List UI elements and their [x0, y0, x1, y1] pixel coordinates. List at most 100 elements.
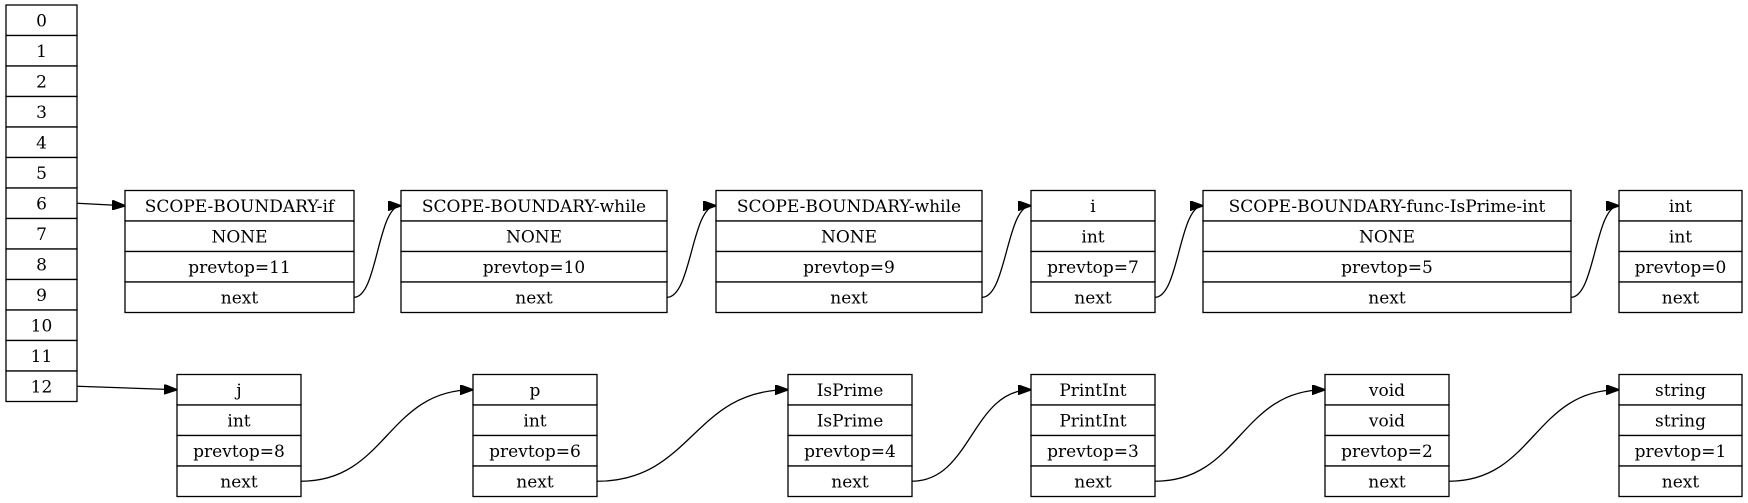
stack-array-text-2: 2 [36, 72, 47, 92]
node-isprime-cell-0 [787, 373, 913, 406]
edge-next-void-to-string [1448, 390, 1619, 482]
node-string-cell-0 [1618, 373, 1743, 406]
node-while2-text-1: NONE [821, 227, 877, 247]
node-string-text-0: string [1655, 381, 1706, 401]
node-i-cell-0 [1030, 189, 1156, 222]
node-string-cell-1 [1618, 404, 1743, 437]
node-isprime-cell-2 [787, 434, 913, 467]
stack-array-cell-12 [5, 370, 78, 403]
node-printint-text-3: next [1074, 472, 1112, 492]
node-isprime-text-2: prevtop=4 [804, 442, 896, 462]
node-p-text-0: p [530, 381, 541, 401]
node-while1-cell-3 [400, 281, 668, 314]
node-p-text-1: int [523, 411, 546, 431]
stack-array-text-10: 10 [31, 316, 53, 336]
pointer-edges [76, 203, 1619, 482]
node-j-text-3: next [220, 472, 258, 492]
node-while1-text-2: prevtop=10 [483, 258, 586, 278]
node-while2-cell-2 [715, 250, 983, 283]
node-p-cell-0 [472, 373, 598, 406]
node-i-cell-3 [1030, 281, 1156, 314]
edge-next-func-to-int [1570, 206, 1619, 298]
node-int-cell-3 [1618, 281, 1743, 314]
node-printint-text-1: PrintInt [1059, 411, 1126, 431]
edge-next-isprime-to-printint [911, 390, 1031, 482]
node-if-cell-2 [124, 250, 355, 283]
node-string-text-2: prevtop=1 [1635, 442, 1727, 462]
node-j-cell-3 [176, 465, 302, 498]
node-func: SCOPE-BOUNDARY-func-IsPrime-intNONEprevt… [1202, 189, 1572, 314]
node-func-cell-3 [1202, 281, 1572, 314]
node-j-cell-2 [176, 434, 302, 467]
stack-array-cell-6 [5, 187, 78, 220]
node-i-text-2: prevtop=7 [1047, 258, 1139, 278]
stack-array-text-3: 3 [36, 103, 47, 123]
node-if-text-3: next [221, 288, 259, 308]
node-p: p int prevtop=6 next [472, 373, 598, 498]
node-string-cell-3 [1618, 465, 1743, 498]
node-void-text-0: void [1368, 381, 1405, 401]
node-if-text-0: SCOPE-BOUNDARY-if [145, 197, 336, 217]
node-while2-cell-3 [715, 281, 983, 314]
node-p-text-2: prevtop=6 [489, 442, 581, 462]
stack-array-text-1: 1 [36, 42, 47, 62]
stack-array-text-12: 12 [31, 377, 53, 397]
node-if-cell-3 [124, 281, 355, 314]
node-func-text-1: NONE [1359, 227, 1415, 247]
node-int-cell-1 [1618, 220, 1743, 253]
node-while1-text-3: next [515, 288, 553, 308]
node-j-text-1: int [227, 411, 250, 431]
stack-array-text-9: 9 [36, 286, 47, 306]
node-string-text-1: string [1655, 411, 1706, 431]
node-if-text-2: prevtop=11 [188, 258, 291, 278]
node-isprime-text-1: IsPrime [817, 411, 884, 431]
node-while2-text-0: SCOPE-BOUNDARY-while [737, 197, 961, 217]
node-int-cell-0 [1618, 189, 1743, 222]
edge-next-j-to-p [300, 390, 473, 482]
node-i-cell-1 [1030, 220, 1156, 253]
node-isprime-text-0: IsPrime [817, 381, 884, 401]
node-while2-text-3: next [830, 288, 868, 308]
node-while1-cell-2 [400, 250, 668, 283]
stack-array-cell-0 [5, 4, 78, 37]
node-string-cell-2 [1618, 434, 1743, 467]
node-printint-cell-3 [1030, 465, 1156, 498]
node-isprime-text-3: next [831, 472, 869, 492]
stack-array-text-8: 8 [36, 255, 47, 275]
node-func-text-3: next [1368, 288, 1406, 308]
edge-next-while2-to-i [981, 206, 1031, 298]
edge-next-i-to-func [1154, 206, 1203, 298]
node-i-cell-2 [1030, 250, 1156, 283]
node-string-text-3: next [1662, 472, 1700, 492]
node-p-text-3: next [516, 472, 554, 492]
node-while1-cell-1 [400, 220, 668, 253]
node-i-text-3: next [1074, 288, 1112, 308]
edge-stack-6-to-if [76, 203, 125, 206]
stack-array-text-0: 0 [36, 11, 47, 31]
node-int-text-2: prevtop=0 [1635, 258, 1727, 278]
edge-next-if-to-while1 [353, 206, 401, 298]
stack-array-text-7: 7 [36, 225, 47, 245]
node-while1-text-1: NONE [506, 227, 562, 247]
stack-array-cell-11 [5, 339, 78, 372]
node-printint-text-0: PrintInt [1059, 381, 1126, 401]
node-while1-cell-0 [400, 189, 668, 222]
node-printint-text-2: prevtop=3 [1047, 442, 1139, 462]
node-int-text-0: int [1669, 197, 1692, 217]
stack-array-text-11: 11 [31, 347, 53, 367]
edge-next-while1-to-while2 [666, 206, 716, 298]
node-j-cell-0 [176, 373, 302, 406]
stack-array-cell-9 [5, 278, 78, 311]
node-printint-cell-2 [1030, 434, 1156, 467]
node-int-cell-2 [1618, 250, 1743, 283]
edge-stack-12-to-j [76, 386, 177, 390]
node-isprime-cell-3 [787, 465, 913, 498]
node-func-text-0: SCOPE-BOUNDARY-func-IsPrime-int [1229, 197, 1546, 217]
node-j-text-2: prevtop=8 [193, 442, 285, 462]
